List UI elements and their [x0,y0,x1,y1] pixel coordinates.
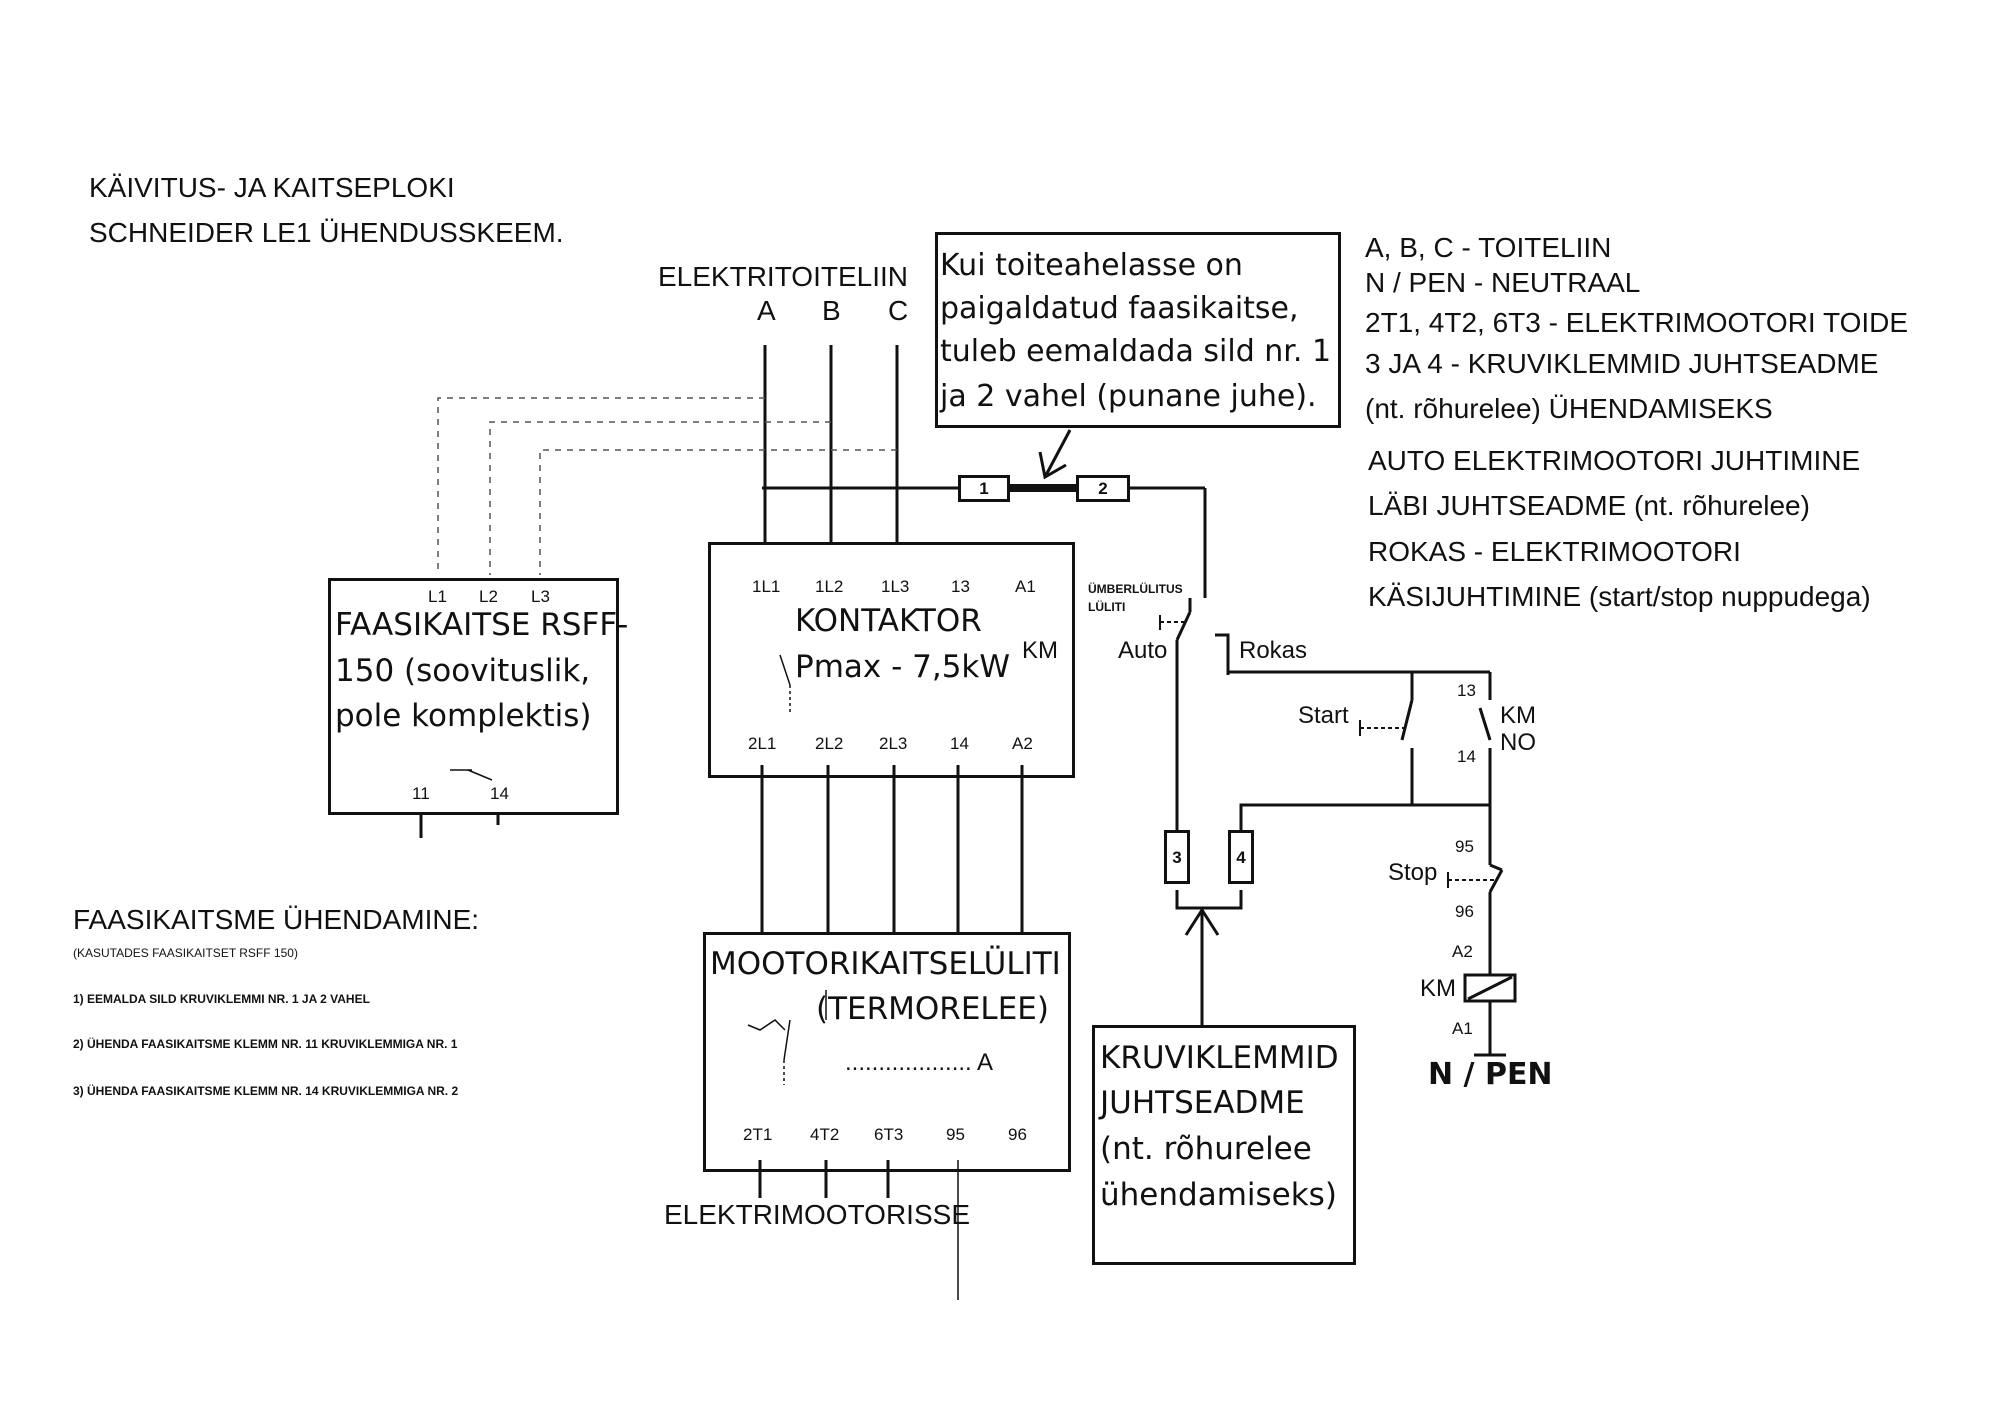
overload-title-1: MOOTORIKAITSELÜLITI [710,946,1061,982]
switch-label-1: ÜMBERLÜLITUS [1088,582,1183,596]
phase-label-a: A [757,295,776,326]
instruction-step-2: 2) ÜHENDA FAASIKAITSME KLEMM NR. 11 KRUV… [73,1037,458,1051]
instruction-step-3: 3) ÜHENDA FAASIKAITSME KLEMM NR. 14 KRUV… [73,1084,459,1098]
note-box [935,232,1341,428]
contactor-terminal-a2: A2 [1012,734,1033,753]
overload-terminal-4t2: 4T2 [810,1125,840,1144]
phase-guard-text-3: pole komplektis) [335,698,592,734]
contactor-designation: KM [1022,637,1058,664]
motor-output-label: ELEKTRIMOOTORISSE [664,1199,970,1230]
phase-guard-terminal-14: 14 [490,784,509,803]
contactor-terminal-a1: A1 [1015,577,1036,596]
screw-terminal-2: 2 [1076,475,1130,502]
title-line-1: KÄIVITUS- JA KAITSEPLOKI [89,172,455,203]
stop-contact-96: 96 [1455,902,1474,921]
note-line-1: Kui toiteahelasse on [940,248,1243,283]
device-box-line-3: (nt. rõhurelee [1100,1131,1312,1167]
phase-guard-box [328,578,619,815]
contactor-terminal-14: 14 [950,734,969,753]
legend-line-2: N / PEN - NEUTRAAL [1365,267,1641,298]
legend-line-4: 3 JA 4 - KRUVIKLEMMID JUHTSEADME [1365,348,1879,379]
device-box-line-2: JUHTSEADME [1100,1085,1305,1121]
stop-contact-95: 95 [1455,837,1474,856]
neutral-label: N / PEN [1428,1057,1553,1092]
contactor-terminal-1l2: 1L2 [815,577,844,596]
legend-line-6: AUTO ELEKTRIMOOTORI JUHTIMINE [1368,445,1861,476]
coil-terminal-a2: A2 [1452,942,1473,961]
instruction-step-1: 1) EEMALDA SILD KRUVIKLEMMI NR. 1 JA 2 V… [73,992,370,1006]
km-contact-14: 14 [1457,747,1476,766]
contactor-terminal-1l1: 1L1 [752,577,781,596]
km-contact-label: KM [1500,702,1536,729]
overload-terminal-6t3: 6T3 [874,1125,904,1144]
switch-label-2: LÜLITI [1088,600,1126,614]
start-button-label: Start [1298,702,1349,729]
contactor-terminal-2l2: 2L2 [815,734,844,753]
legend-line-1: A, B, C - TOITELIIN [1365,232,1612,263]
legend-line-7: LÄBI JUHTSEADME (nt. rõhurelee) [1368,490,1810,521]
phase-guard-terminal-l2: L2 [479,587,498,606]
switch-auto-label: Auto [1118,637,1168,664]
stop-button-label: Stop [1388,859,1438,886]
overload-terminal-95: 95 [946,1125,965,1144]
phase-guard-text-2: 150 (soovituslik, [335,653,591,689]
overload-title-2: (TERMORELEE) [816,991,1049,1027]
legend-line-8: ROKAS - ELEKTRIMOOTORI [1368,536,1741,567]
switch-manual-label: Rokas [1239,637,1308,664]
supply-heading: ELEKTRITOITELIIN [658,261,908,292]
contactor-box [708,542,1075,778]
legend-line-9: KÄSIJUHTIMINE (start/stop nuppudega) [1368,581,1871,612]
phase-guard-terminal-l3: L3 [531,587,550,606]
device-terminal-box [1092,1025,1356,1265]
phase-guard-text-1: FAASIKAITSE RSFF- [335,607,629,643]
instructions-heading: FAASIKAITSME ÜHENDAMINE: [73,904,480,935]
overload-setting: ................... A [845,1049,994,1076]
legend-line-3: 2T1, 4T2, 6T3 - ELEKTRIMOOTORI TOIDE [1365,307,1909,338]
coil-label: KM [1420,975,1456,1002]
overload-terminal-2t1: 2T1 [743,1125,773,1144]
phase-label-b: B [822,295,841,326]
contactor-terminal-2l1: 2L1 [748,734,777,753]
device-box-line-1: KRUVIKLEMMID [1100,1040,1339,1076]
device-box-line-4: ühendamiseks) [1100,1177,1337,1213]
screw-terminal-1: 1 [958,475,1010,502]
overload-relay-box [703,932,1071,1172]
note-line-3: tuleb eemaldada sild nr. 1 [940,334,1332,369]
phase-label-c: C [888,295,909,326]
screw-terminal-3: 3 [1164,830,1190,884]
km-contact-13: 13 [1457,681,1476,700]
contactor-power: Pmax - 7,5kW [795,649,1011,685]
km-contact-no: NO [1500,729,1536,756]
coil-terminal-a1: A1 [1452,1019,1473,1038]
note-line-4: ja 2 vahel (punane juhe). [940,379,1317,414]
note-arrow [1043,429,1072,478]
instructions-subheading: (KASUTADES FAASIKAITSET RSFF 150) [73,946,298,960]
phase-guard-terminal-11: 11 [412,784,430,803]
contactor-terminal-1l3: 1L3 [881,577,910,596]
contactor-terminal-2l3: 2L3 [879,734,908,753]
screw-terminal-4: 4 [1228,830,1254,884]
title-line-2: SCHNEIDER LE1 ÜHENDUSSKEEM. [89,217,564,248]
contactor-terminal-13: 13 [951,577,970,596]
note-line-2: paigaldatud faasikaitse, [940,291,1299,326]
phase-guard-terminal-l1: L1 [428,587,447,606]
legend-line-5: (nt. rõhurelee) ÜHENDAMISEKS [1365,393,1773,424]
overload-terminal-96: 96 [1008,1125,1027,1144]
contactor-title: KONTAKTOR [795,603,982,639]
